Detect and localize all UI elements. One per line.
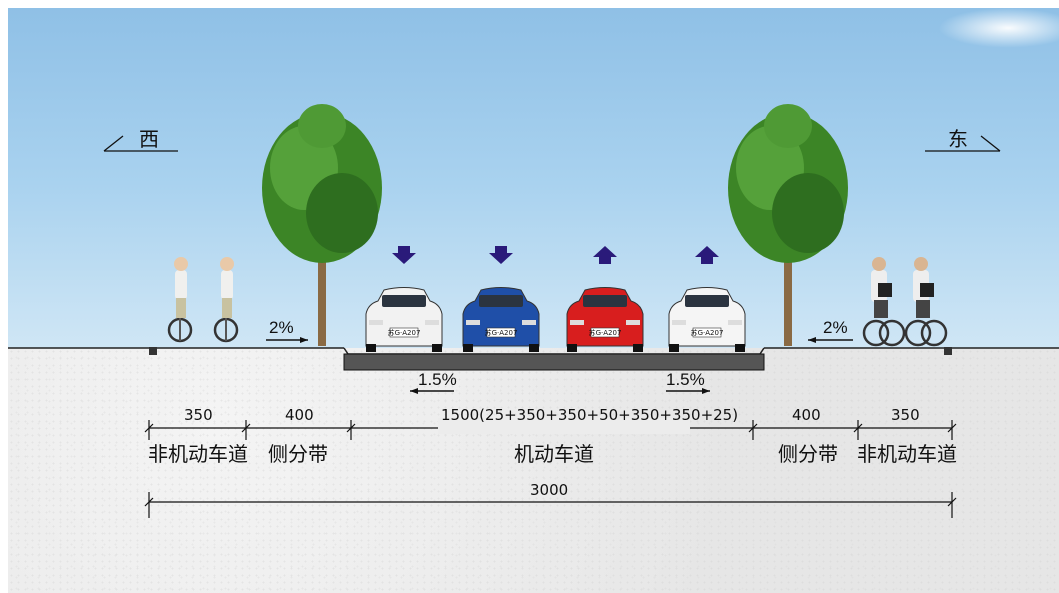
ground (8, 348, 1059, 593)
license-plate: 苏G·A207 (485, 328, 518, 337)
segment-width-label: 1500(25+350+350+50+350+350+25) (441, 406, 739, 424)
west-label: 西 (139, 127, 159, 151)
slope-label-left-sidewalk: 2% (269, 318, 294, 337)
car: 苏G·A207 (365, 287, 443, 352)
segment-name-label: 非机动车道 (148, 442, 248, 466)
car: 苏G·A207 (668, 287, 746, 352)
road-surface (8, 347, 1059, 371)
carriageway-pavement (343, 353, 765, 371)
curb-stone (944, 347, 952, 355)
ground-texture (8, 348, 1059, 593)
slope-label-left-carriageway: 1.5% (418, 370, 457, 389)
cyclist-right-1 (862, 257, 906, 347)
total-dimension-line (144, 492, 957, 518)
slope-arrow-left-sidewalk (266, 337, 308, 343)
arrow-up-icon (695, 246, 719, 264)
cross-section-scene: 苏G·A207 苏G·A207 苏G·A207 苏G·A207 (8, 8, 1059, 593)
label-mask (438, 418, 690, 434)
curb-stone (149, 347, 157, 355)
arrow-down-icon (392, 246, 416, 264)
diagram-drawing: 苏G·A207 苏G·A207 苏G·A207 苏G·A207 (8, 104, 1059, 518)
cyclist-right-2 (904, 257, 948, 347)
segment-width-label: 350 (891, 406, 920, 424)
segment-name-label: 侧分带 (268, 442, 328, 466)
tree-left (262, 104, 382, 346)
license-plate: 苏G·A207 (589, 328, 622, 337)
east-marker (925, 135, 1001, 152)
arrow-up-icon (593, 246, 617, 264)
cloud (938, 8, 1059, 48)
segment-name-label: 非机动车道 (857, 442, 957, 466)
vehicle-group: 苏G·A207 苏G·A207 苏G·A207 苏G·A207 (365, 246, 746, 352)
segment-name-label: 侧分带 (778, 442, 838, 466)
slope-label-right-sidewalk: 2% (823, 318, 848, 337)
segment-name-label: 机动车道 (514, 442, 594, 466)
segment-width-label: 400 (792, 406, 821, 424)
slope-arrow-left-carriageway (410, 388, 454, 394)
cyclist-left-1 (167, 257, 193, 343)
car: 苏G·A207 (566, 287, 644, 352)
total-width-label: 3000 (530, 481, 569, 499)
segment-width-label: 400 (285, 406, 314, 424)
license-plate: 苏G·A207 (388, 328, 421, 337)
slope-arrow-right-sidewalk (808, 337, 853, 343)
east-label: 东 (948, 127, 968, 151)
cyclist-left-2 (213, 257, 239, 343)
car: 苏G·A207 (462, 287, 540, 352)
slope-arrow-right-carriageway (666, 388, 710, 394)
tree-right (728, 104, 848, 346)
west-marker (103, 135, 178, 152)
segment-width-label: 350 (184, 406, 213, 424)
license-plate: 苏G·A207 (691, 328, 724, 337)
arrow-down-icon (489, 246, 513, 264)
slope-label-right-carriageway: 1.5% (666, 370, 705, 389)
